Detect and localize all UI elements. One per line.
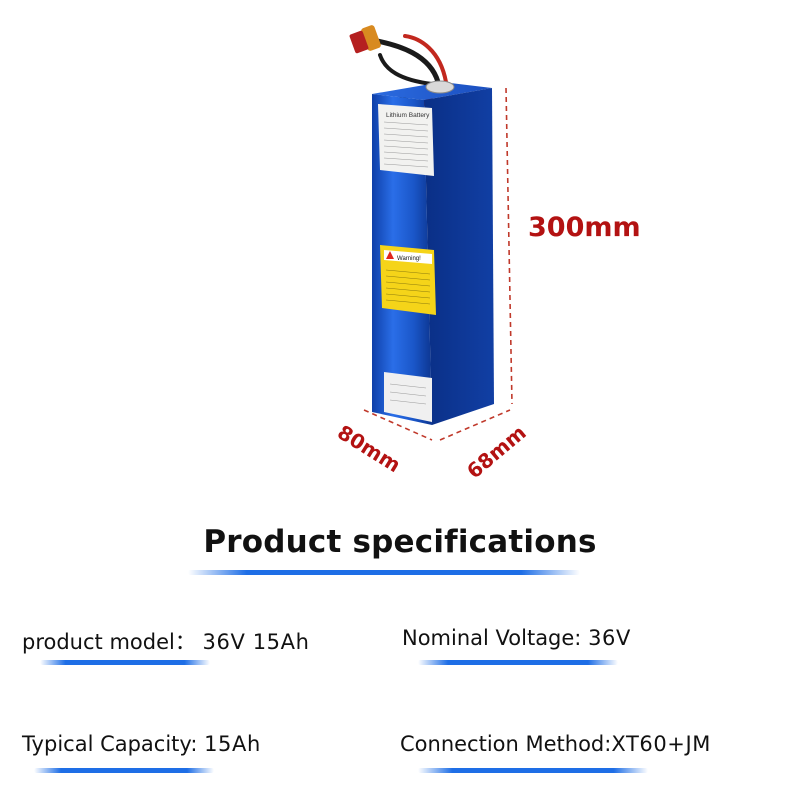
spec-underline <box>40 660 210 665</box>
bottom-label <box>384 372 432 422</box>
spec-typical-capacity: Typical Capacity: 15Ah <box>22 732 261 756</box>
spec-label: Nominal Voltage: <box>402 626 582 650</box>
spec-value: XT60+JM <box>611 732 712 756</box>
spec-underline <box>34 768 214 773</box>
specs-title: Product specifications <box>203 524 597 560</box>
spec-value: 36V 15Ah <box>202 630 310 654</box>
height-dimension: 300mm <box>528 212 641 243</box>
spec-underline <box>418 768 648 773</box>
spec-underline <box>418 660 618 665</box>
spec-label: Connection Method: <box>400 732 612 756</box>
spec-product-model: product model： 36V 15Ah <box>22 626 310 656</box>
battery-label-title: Lithium Battery <box>386 112 430 119</box>
battery-pack-image: Lithium Battery Warning! <box>349 25 513 441</box>
title-underline <box>188 570 580 575</box>
dimension-lines <box>363 87 513 441</box>
spec-nominal-voltage: Nominal Voltage: 36V <box>402 626 631 650</box>
warning-label-text: Warning! <box>397 256 421 262</box>
spec-label: Typical Capacity: <box>22 732 198 756</box>
spec-value: 36V <box>588 626 631 650</box>
spec-value: 15Ah <box>204 732 261 756</box>
spec-connection-method: Connection Method:XT60+JM <box>400 732 711 756</box>
battery-spec-label: Lithium Battery <box>378 104 434 176</box>
battery-side-face <box>424 88 494 425</box>
spec-label: product model： <box>22 630 196 654</box>
warning-label: Warning! <box>380 245 436 315</box>
